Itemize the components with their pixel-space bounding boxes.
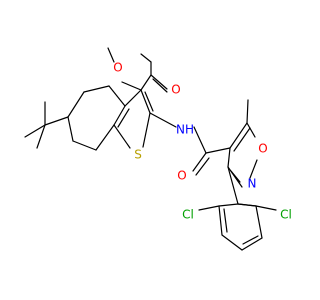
bond-line — [198, 205, 220, 211]
atom-labels: O O NH S O O N Cl Cl — [113, 61, 292, 222]
isoxazole-nitrogen: N — [248, 177, 257, 191]
bond-line — [227, 147, 231, 168]
bond-line — [149, 112, 177, 128]
ester-ether-oxygen: O — [113, 61, 122, 75]
bond-line — [241, 237, 263, 251]
bond-line — [249, 159, 258, 179]
bond-line — [233, 127, 251, 152]
bond-line — [230, 170, 241, 183]
bond-line — [193, 126, 207, 154]
bond-line — [192, 152, 207, 172]
amide-carbonyl-oxygen: O — [177, 169, 186, 183]
bond-line — [140, 53, 152, 63]
bond-line — [113, 124, 131, 149]
bond-line — [237, 203, 257, 207]
bond-line — [121, 81, 142, 91]
bond-line — [255, 205, 263, 239]
bond-line — [152, 78, 168, 93]
bond-line — [117, 108, 130, 128]
bond-line — [67, 116, 74, 142]
bond-line — [83, 85, 110, 93]
bond-line — [108, 85, 126, 107]
bond-line — [229, 122, 248, 149]
isoxazole-oxygen: O — [258, 142, 267, 156]
bond-line — [246, 122, 256, 138]
upper-chlorine: Cl — [182, 208, 194, 222]
molecule-structure: O O NH S O O N Cl Cl — [24, 47, 292, 251]
bond-line — [140, 89, 151, 114]
bond-line — [205, 147, 231, 154]
bond-line — [107, 47, 115, 63]
ester-carbonyl-oxygen: O — [171, 83, 180, 97]
bond-line — [223, 208, 228, 233]
bond-lines — [24, 47, 277, 251]
bond-line — [150, 74, 168, 90]
bond-line — [221, 234, 243, 251]
bond-line — [67, 91, 85, 118]
bond-line — [195, 157, 210, 176]
bond-line — [36, 124, 46, 149]
bond-line — [72, 140, 97, 151]
bond-line — [255, 205, 277, 211]
bond-line — [246, 99, 249, 124]
bond-line — [218, 203, 239, 207]
bond-line — [144, 91, 154, 112]
amide-nitrogen: NH — [176, 123, 194, 137]
bond-line — [140, 74, 152, 91]
bond-line — [242, 235, 259, 245]
bond-line — [95, 124, 115, 151]
bond-line — [142, 112, 151, 148]
bond-line — [124, 89, 142, 107]
bond-line — [24, 124, 46, 138]
bond-line — [227, 166, 243, 188]
lower-chlorine: Cl — [280, 208, 292, 222]
bond-line — [227, 166, 239, 205]
bond-line — [113, 105, 126, 126]
thiophene-sulfur: S — [134, 148, 142, 162]
bond-line — [218, 205, 223, 236]
bond-line — [44, 116, 69, 126]
